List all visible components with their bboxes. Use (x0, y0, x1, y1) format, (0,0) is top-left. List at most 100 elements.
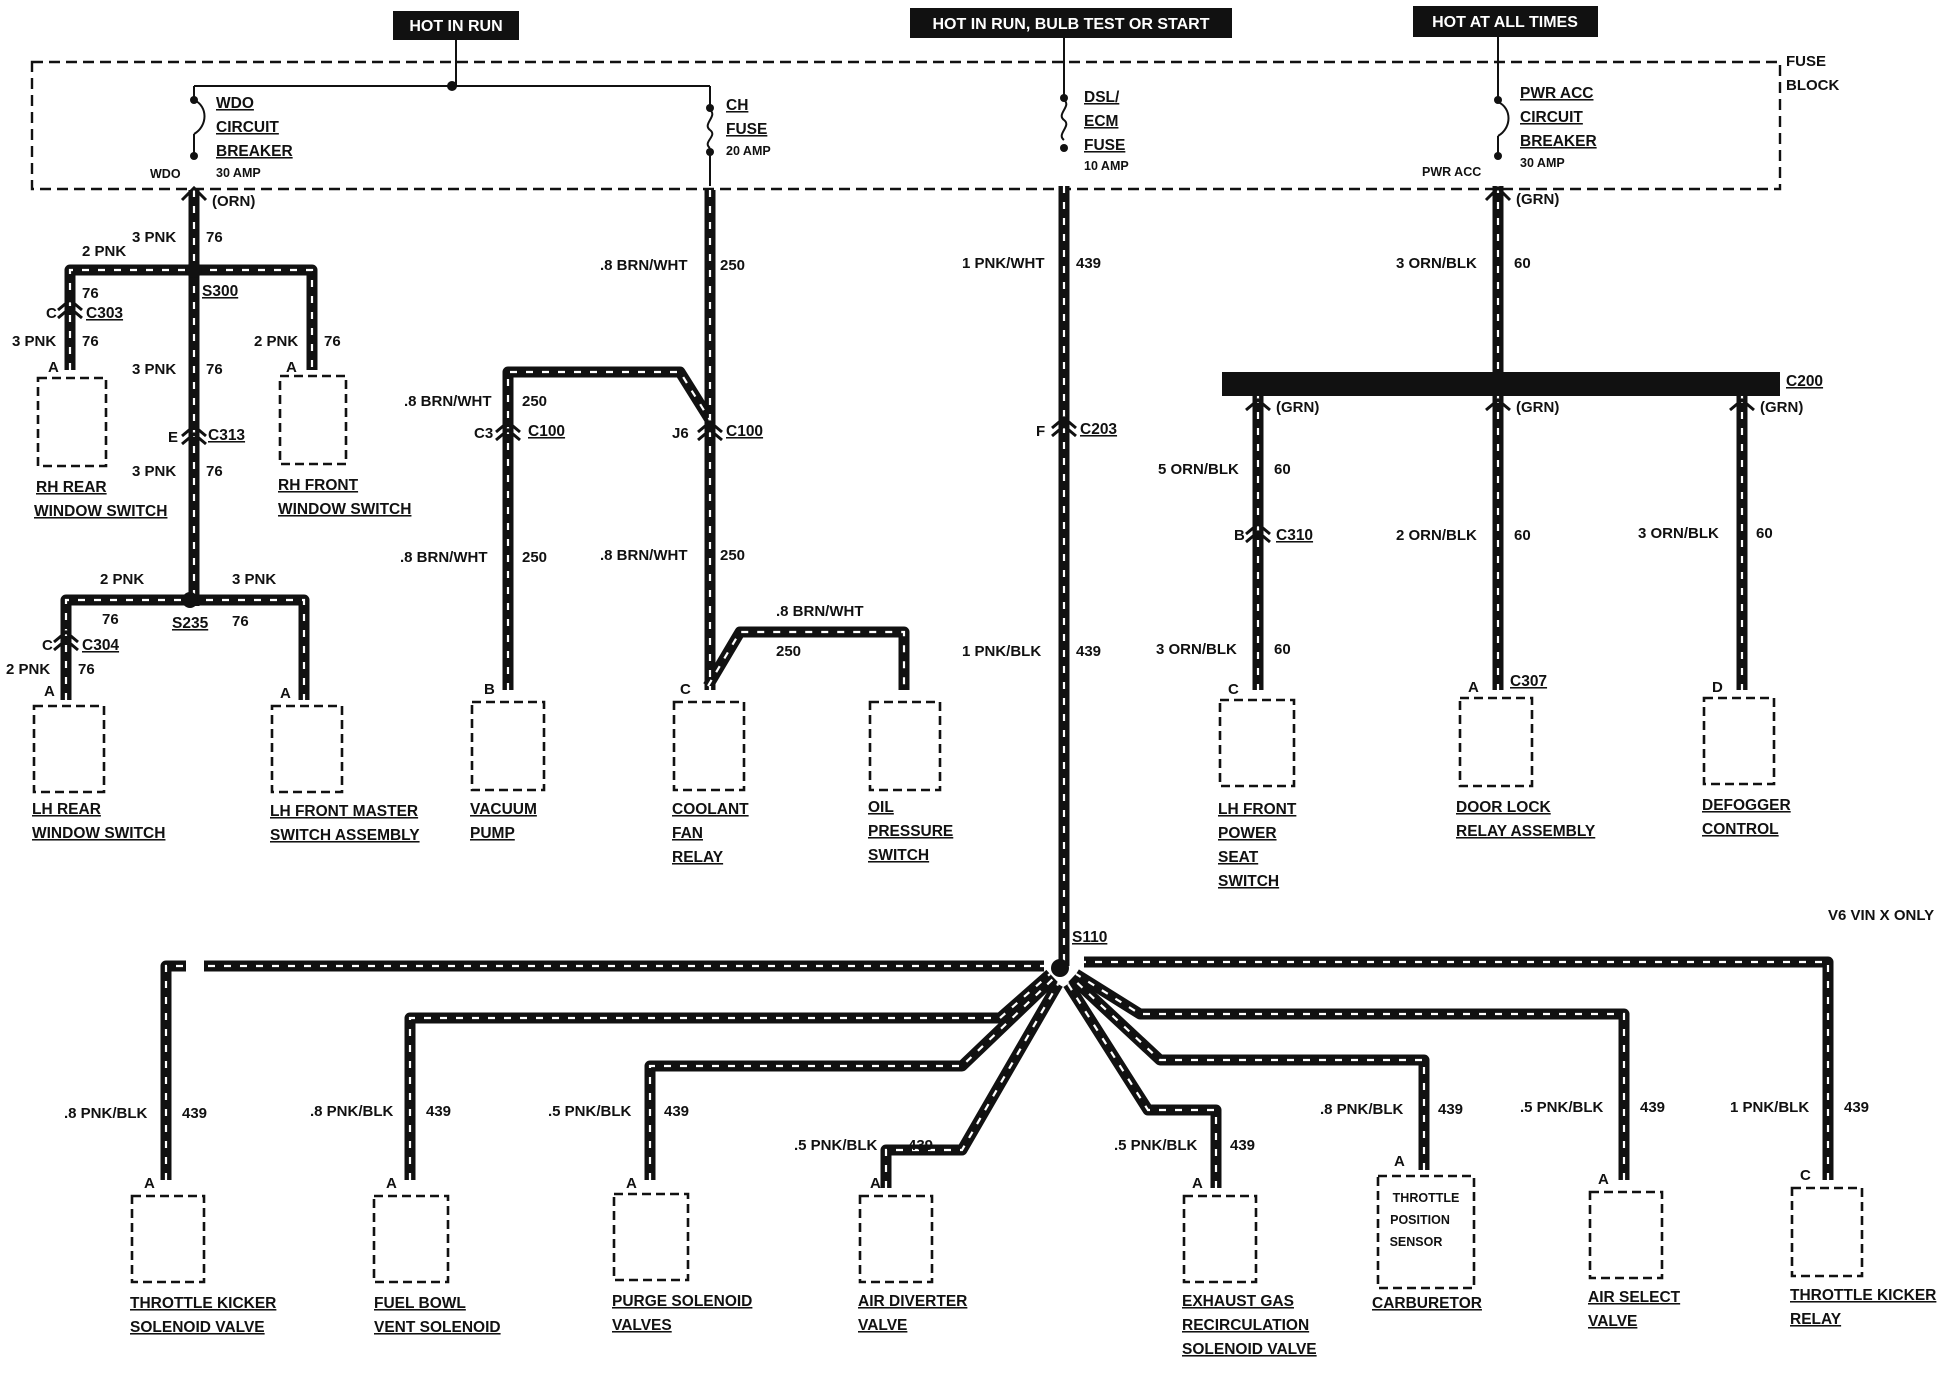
c303-pin: C (46, 305, 57, 322)
component-label: VALVES (612, 1317, 672, 1334)
component-air-diverter-valve: A AIR DIVERTER VALVE (858, 1175, 967, 1334)
component-label: A (1468, 679, 1479, 696)
wire-label: 76 (82, 333, 99, 350)
wdo-circuit-breaker: WDO CIRCUIT BREAKER 30 AMP WDO (150, 95, 293, 181)
component-label: WINDOW SWITCH (32, 825, 165, 842)
component-label: A (280, 685, 291, 702)
connector-chevrons (53, 185, 1755, 652)
wire-label: 2 PNK (254, 333, 298, 350)
wire-label: 5 ORN/BLK (1158, 461, 1239, 478)
component-label: A (386, 1175, 397, 1192)
c200-grn-label-3: (GRN) (1760, 399, 1803, 416)
component-box (1588, 1190, 1664, 1280)
wire-purge (644, 974, 1058, 1180)
component-label: A (286, 359, 297, 376)
component-box (130, 1194, 206, 1284)
wdo-breaker-label-2: CIRCUIT (216, 119, 279, 136)
c304-label: C304 (82, 637, 119, 654)
component-label: RH REAR (36, 479, 107, 496)
component-carburetor-throttle-position-sensor: A THROTTLE POSITION SENSOR CARBURETOR (1372, 1153, 1482, 1312)
component-defogger-control: D DEFOGGER CONTROL (1702, 679, 1791, 838)
component-label: CONTROL (1702, 821, 1779, 838)
wire-label: 3 PNK (132, 361, 176, 378)
wire-label: 2 PNK (82, 243, 126, 260)
component-label: DEFOGGER (1702, 797, 1791, 814)
component-box (868, 700, 942, 792)
wire-label: 439 (1844, 1099, 1869, 1116)
component-box (270, 704, 344, 794)
component-lh-rear-window-switch: A LH REAR WINDOW SWITCH (32, 683, 165, 842)
component-lh-front-master-switch: A LH FRONT MASTER SWITCH ASSEMBLY (270, 685, 420, 844)
header-hot-in-run: HOT IN RUN (393, 11, 519, 40)
ch-fuse-label-2: FUSE (726, 121, 767, 138)
wire-label: 60 (1756, 525, 1773, 542)
component-label: PUMP (470, 825, 515, 842)
component-label: RECIRCULATION (1182, 1317, 1309, 1334)
wire-label: 1 PNK/WHT (962, 255, 1045, 272)
c307-label: C307 (1510, 673, 1547, 690)
wire-label: .8 PNK/BLK (310, 1103, 394, 1120)
ch-fuse-amp: 20 AMP (726, 144, 771, 158)
wire-label: 76 (78, 661, 95, 678)
component-oil-pressure-switch: OIL PRESSURE SWITCH (868, 700, 953, 864)
c200-grn-label-1: (GRN) (1276, 399, 1319, 416)
ch-fuse-label-1: CH (726, 97, 748, 114)
c203-pin: F (1036, 423, 1045, 440)
dsl-fuse-label-1: DSL/ (1084, 89, 1120, 106)
component-box (1376, 1174, 1476, 1290)
wire-label: 2 PNK (100, 571, 144, 588)
component-label: A (1598, 1171, 1609, 1188)
component-box (1702, 696, 1776, 786)
c203-label: C203 (1080, 421, 1117, 438)
component-door-lock-relay-assembly: A DOOR LOCK RELAY ASSEMBLY (1456, 679, 1596, 840)
wdo-breaker-label-1: WDO (216, 95, 254, 112)
wire-label: 3 ORN/BLK (1396, 255, 1477, 272)
wire-label: 439 (1640, 1099, 1665, 1116)
pwr-breaker-label-2: CIRCUIT (1520, 109, 1583, 126)
wire-label: 439 (1438, 1101, 1463, 1118)
component-label: AIR DIVERTER (858, 1293, 967, 1310)
wire-oil-pressure (703, 626, 910, 690)
splice-s110-dot (1051, 959, 1069, 977)
wire-label: 439 (182, 1105, 207, 1122)
component-label: FAN (672, 825, 703, 842)
wire-label: .8 BRN/WHT (776, 603, 864, 620)
component-label: PRESSURE (868, 823, 953, 840)
splice-s110-label: S110 (1072, 929, 1107, 946)
component-throttle-kicker-solenoid-valve: A THROTTLE KICKER SOLENOID VALVE (130, 1175, 276, 1336)
component-box (858, 1194, 934, 1284)
wire-label: 60 (1514, 527, 1531, 544)
c200-grn-label-2: (GRN) (1516, 399, 1559, 416)
component-label: SWITCH (1218, 873, 1279, 890)
component-label: B (484, 681, 495, 698)
component-label: SWITCH ASSEMBLY (270, 827, 420, 844)
component-label: OIL (868, 799, 894, 816)
wire-label: 3 PNK (232, 571, 276, 588)
component-label: SOLENOID VALVE (1182, 1341, 1317, 1358)
component-label: VALVE (1588, 1313, 1637, 1330)
wire-label: 76 (206, 361, 223, 378)
component-vacuum-pump: B VACUUM PUMP (470, 681, 546, 842)
wire-label: 250 (720, 547, 745, 564)
component-label: PURGE SOLENOID (612, 1293, 752, 1310)
wire-label: 439 (908, 1137, 933, 1154)
dsl-fuse-label-2: ECM (1084, 113, 1118, 130)
component-label: VALVE (858, 1317, 907, 1334)
c313-label: C313 (208, 427, 245, 444)
splice-s300-dot (186, 262, 202, 278)
c310-label: C310 (1276, 527, 1313, 544)
pwr-breaker-label-3: BREAKER (1520, 133, 1597, 150)
component-label: SENSOR (1390, 1235, 1443, 1249)
wire-label: 439 (1230, 1137, 1255, 1154)
component-coolant-fan-relay: C COOLANT FAN RELAY (672, 681, 749, 866)
wire-label: .8 BRN/WHT (600, 547, 688, 564)
wdo-tag: WDO (150, 167, 181, 181)
component-label: FUEL BOWL (374, 1295, 466, 1312)
component-label: D (1712, 679, 1723, 696)
component-label: VENT SOLENOID (374, 1319, 501, 1336)
wire-label: 1 PNK/BLK (1730, 1099, 1809, 1116)
header-hot-in-run-bulb-test-text: HOT IN RUN, BULB TEST OR START (932, 16, 1209, 33)
wire-label: .8 BRN/WHT (400, 549, 488, 566)
component-label: CARBURETOR (1372, 1295, 1482, 1312)
